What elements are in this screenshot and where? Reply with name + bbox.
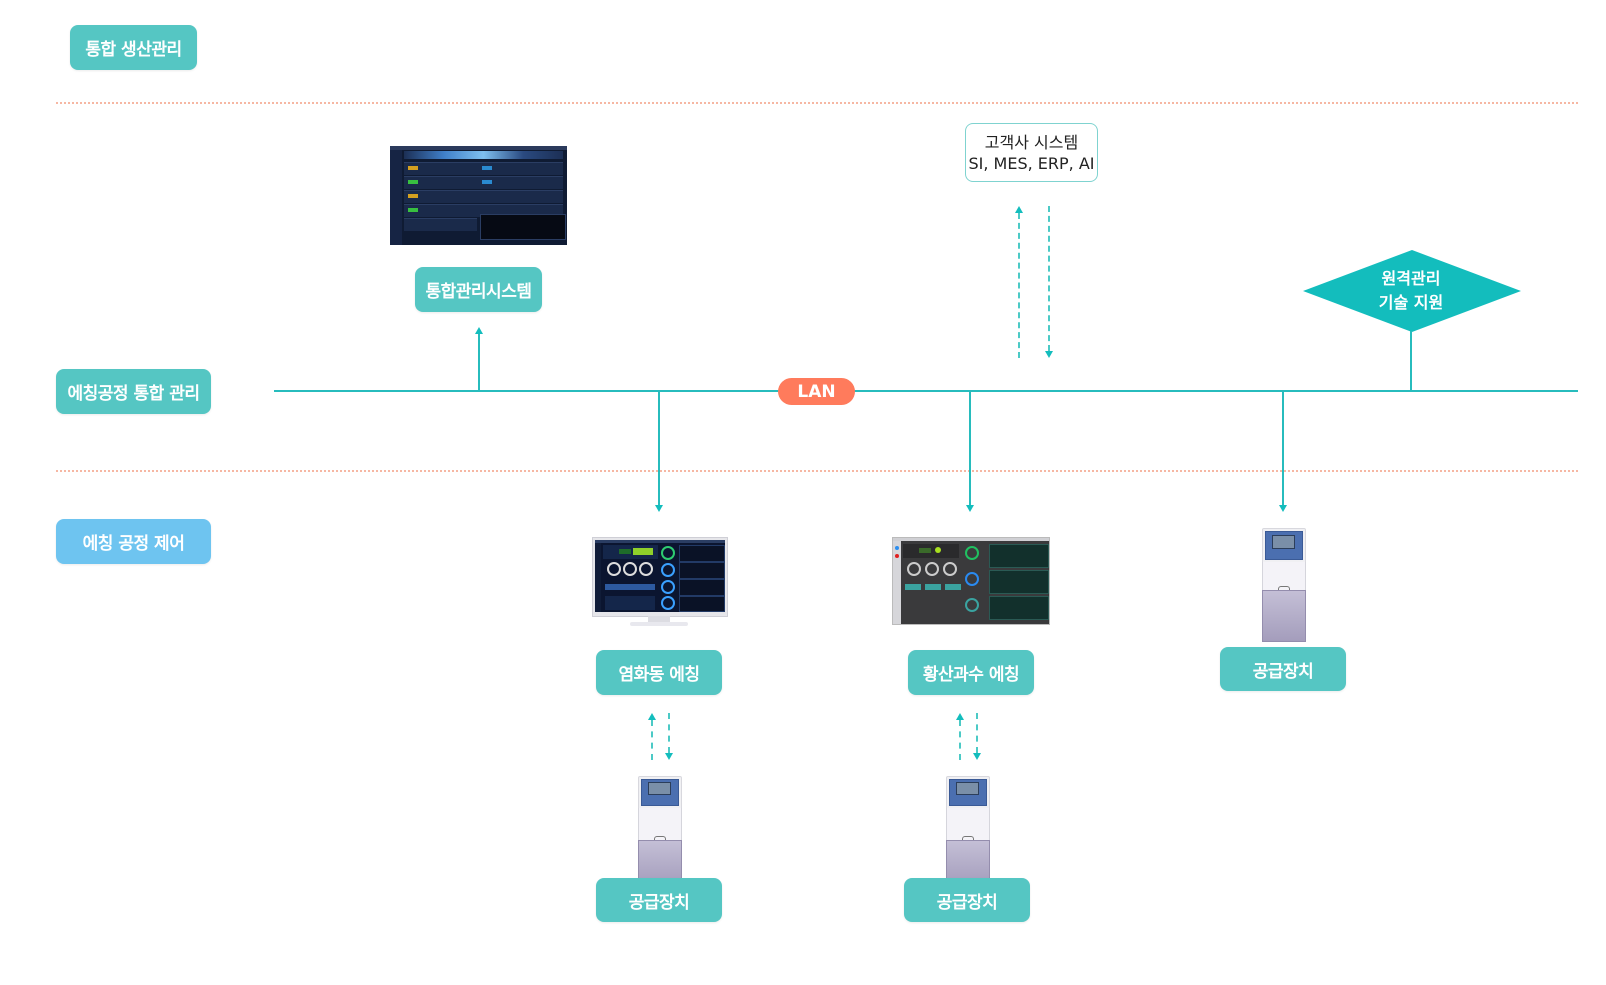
node-copper-chloride-etching[interactable]: 염화동 에칭 xyxy=(596,650,722,695)
node-supply-middle-label: 공급장치 xyxy=(936,892,998,913)
node-remote-support[interactable]: 원격관리 기술 지원 xyxy=(1311,267,1511,315)
arrow-down-icon xyxy=(1279,505,1287,512)
connector-peroxide-supply-up xyxy=(959,720,961,760)
layer-divider-bottom xyxy=(56,470,1578,472)
arrow-up-icon xyxy=(648,713,656,720)
arrow-down-icon xyxy=(655,505,663,512)
layer-label-control-text: 에칭 공정 제어 xyxy=(82,534,185,554)
monitor-base xyxy=(630,622,688,626)
supply-device-icon xyxy=(1262,528,1306,642)
lan-badge-text: LAN xyxy=(797,381,836,402)
supply-device-icon xyxy=(638,776,682,886)
node-management-system-label: 통합관리시스템 xyxy=(425,282,532,302)
connector-peroxide-supply-down xyxy=(976,713,978,753)
node-management-system[interactable]: 통합관리시스템 xyxy=(415,267,542,312)
node-copper-chloride-label: 염화동 에칭 xyxy=(618,665,700,685)
node-supply-left-label: 공급장치 xyxy=(628,892,690,913)
arrow-down-icon xyxy=(665,753,673,760)
remote-support-diamond-icon xyxy=(1303,250,1521,332)
layer-label-integration-text: 에칭공정 통합 관리 xyxy=(67,384,200,404)
arrow-up-icon xyxy=(956,713,964,720)
remote-support-line1: 원격관리 xyxy=(1381,269,1441,288)
monitor-screen-icon xyxy=(592,537,728,617)
arrow-down-icon xyxy=(1045,351,1053,358)
connector-hydrogen-peroxide xyxy=(969,391,971,505)
layer-label-control: 에칭 공정 제어 xyxy=(56,519,211,564)
dashboard-screen-icon xyxy=(390,146,567,245)
connector-management-up xyxy=(478,333,480,391)
layer-label-production-text: 통합 생산관리 xyxy=(85,40,182,60)
node-supply-right-label: 공급장치 xyxy=(1252,661,1314,682)
arrow-up-icon xyxy=(1015,206,1023,213)
layer-divider-top xyxy=(56,102,1578,104)
node-supply-device-right[interactable]: 공급장치 xyxy=(1220,647,1346,691)
arrow-down-icon xyxy=(966,505,974,512)
remote-support-line2: 기술 지원 xyxy=(1378,293,1444,312)
arrow-up-icon xyxy=(475,327,483,334)
node-hydrogen-peroxide-etching[interactable]: 황산과수 에칭 xyxy=(908,650,1034,695)
arrow-down-icon xyxy=(973,753,981,760)
lan-badge: LAN xyxy=(778,378,855,405)
node-customer-system[interactable]: 고객사 시스템 SI, MES, ERP, AI xyxy=(965,123,1098,182)
control-panel-screen-icon xyxy=(892,537,1050,625)
connector-copper-supply-up xyxy=(651,720,653,760)
lan-bus-line xyxy=(274,390,1578,392)
customer-system-subtitle: SI, MES, ERP, AI xyxy=(968,153,1095,173)
connector-remote-support xyxy=(1410,331,1412,391)
connector-copper-supply-down xyxy=(668,713,670,753)
layer-label-integration: 에칭공정 통합 관리 xyxy=(56,369,211,414)
customer-system-title: 고객사 시스템 xyxy=(984,132,1079,152)
layer-label-production: 통합 생산관리 xyxy=(70,25,197,70)
node-supply-device-left[interactable]: 공급장치 xyxy=(596,878,722,922)
supply-device-icon xyxy=(946,776,990,886)
connector-copper-chloride xyxy=(658,391,660,505)
node-supply-device-middle[interactable]: 공급장치 xyxy=(904,878,1030,922)
monitor-stand xyxy=(648,616,670,622)
connector-customer-down xyxy=(1048,206,1050,351)
connector-supply-right xyxy=(1282,391,1284,505)
node-hydrogen-peroxide-label: 황산과수 에칭 xyxy=(922,665,1020,685)
connector-customer-up xyxy=(1018,213,1020,358)
